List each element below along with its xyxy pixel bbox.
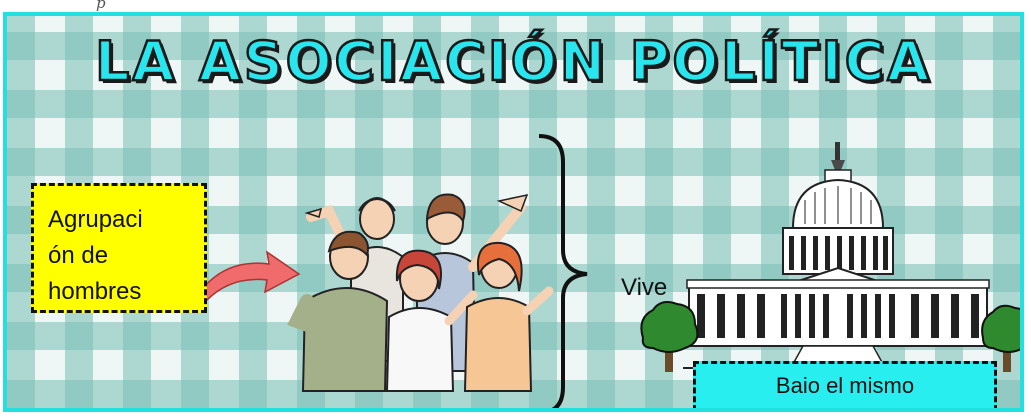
header-mark: p [96,0,106,12]
capitol-building-illustration [683,142,993,369]
definition-line-1: Agrupaci [48,206,143,233]
page-title: LA ASOCIACIÓN POLÍTICA [94,29,933,95]
tree-icon [981,304,1020,372]
curved-arrow-icon [195,250,301,301]
group-of-people-illustration [287,193,554,392]
definition-box: Agrupaci ón de hombres [31,183,207,313]
bottom-box: Baio el mismo [693,361,997,408]
tree-icon [640,301,699,372]
top-strip: p [0,0,1031,12]
definition-line-3: hombres [48,278,142,305]
gingham-board: LA ASOCIACIÓN POLÍTICA [3,12,1024,412]
definition-line-2: ón de [48,242,109,269]
curly-brace [538,134,588,408]
vive-label: Vive [621,274,668,301]
